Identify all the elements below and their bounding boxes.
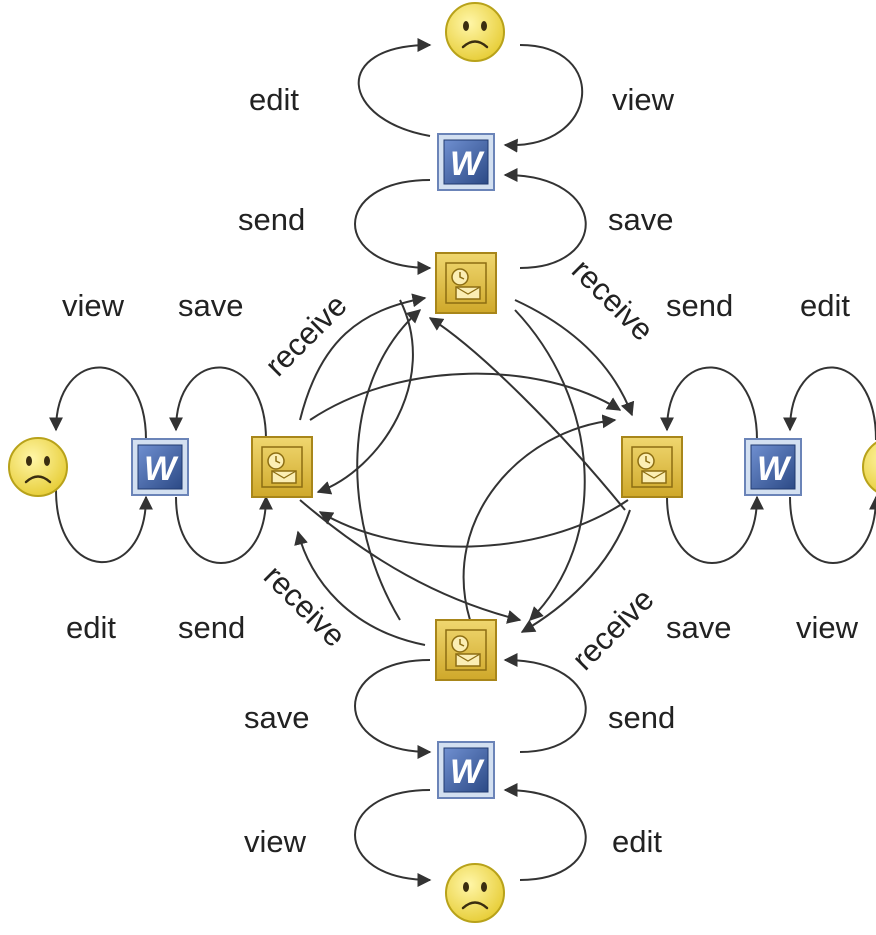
left-edit-label: edit bbox=[66, 610, 116, 645]
word-document-icon: W bbox=[757, 450, 792, 488]
bottom-edit-arrow bbox=[503, 783, 587, 881]
right-edit-label: edit bbox=[800, 288, 850, 323]
loop-arrows bbox=[49, 38, 876, 887]
top-edit-label: edit bbox=[249, 82, 299, 117]
right-send-arrow bbox=[660, 366, 758, 441]
left-view-label: view bbox=[62, 288, 125, 323]
receive-label-top-right: receive bbox=[565, 252, 660, 347]
word-top: W bbox=[437, 133, 495, 191]
left-send-arrow bbox=[175, 495, 273, 564]
bottom-save-arrow bbox=[354, 659, 432, 759]
receive-label-top-left: receive bbox=[258, 288, 353, 383]
outlook-mail-icon bbox=[621, 436, 683, 498]
outlook-top bbox=[435, 252, 497, 314]
word-document-icon: W bbox=[144, 450, 179, 488]
word-left: W bbox=[131, 438, 189, 496]
word-bottom: W bbox=[437, 741, 495, 799]
sad-face-icon bbox=[444, 1, 506, 63]
left-edit-arrow bbox=[55, 489, 153, 564]
word-right: W bbox=[744, 438, 802, 496]
outlook-mail-icon bbox=[435, 252, 497, 314]
outlook-mail-icon bbox=[435, 619, 497, 681]
left-save-arrow bbox=[169, 366, 267, 441]
face-bottom bbox=[444, 862, 506, 924]
left-save-label: save bbox=[178, 288, 243, 323]
receive-label-bottom-left: receive bbox=[257, 558, 352, 653]
receive-arrows bbox=[294, 293, 635, 646]
face-top bbox=[444, 1, 506, 63]
bottom-edit-label: edit bbox=[612, 824, 662, 859]
right-save-label: save bbox=[666, 610, 731, 645]
sad-face-icon bbox=[861, 436, 876, 498]
word-document-icon: W bbox=[450, 145, 485, 183]
top-edit-arrow bbox=[357, 38, 432, 137]
outlook-mail-icon bbox=[251, 436, 313, 498]
top-view-label: view bbox=[612, 82, 675, 117]
right-view-arrow bbox=[789, 495, 876, 564]
top-save-label: save bbox=[608, 202, 673, 237]
right-send-label: send bbox=[666, 288, 733, 323]
bottom-view-label: view bbox=[244, 824, 307, 859]
word-document-icon: W bbox=[450, 753, 485, 791]
left-send-label: send bbox=[178, 610, 245, 645]
outlook-left bbox=[251, 436, 313, 498]
top-send-label: send bbox=[238, 202, 305, 237]
bottom-save-label: save bbox=[244, 700, 309, 735]
top-save-arrow bbox=[503, 168, 587, 269]
top-view-arrow bbox=[503, 44, 584, 153]
face-left bbox=[7, 436, 69, 498]
left-view-arrow bbox=[49, 366, 147, 441]
sad-face-icon bbox=[7, 436, 69, 498]
right-view-label: view bbox=[796, 610, 859, 645]
sad-face-icon bbox=[444, 862, 506, 924]
right-save-arrow bbox=[666, 495, 764, 564]
outlook-right bbox=[621, 436, 683, 498]
top-send-arrow bbox=[354, 179, 432, 275]
outlook-bottom bbox=[435, 619, 497, 681]
face-right bbox=[861, 436, 876, 498]
right-edit-arrow bbox=[783, 366, 876, 441]
bottom-send-arrow bbox=[503, 653, 587, 753]
receive-label-bottom-right: receive bbox=[565, 582, 660, 677]
bottom-send-label: send bbox=[608, 700, 675, 735]
bottom-view-arrow bbox=[354, 789, 432, 887]
